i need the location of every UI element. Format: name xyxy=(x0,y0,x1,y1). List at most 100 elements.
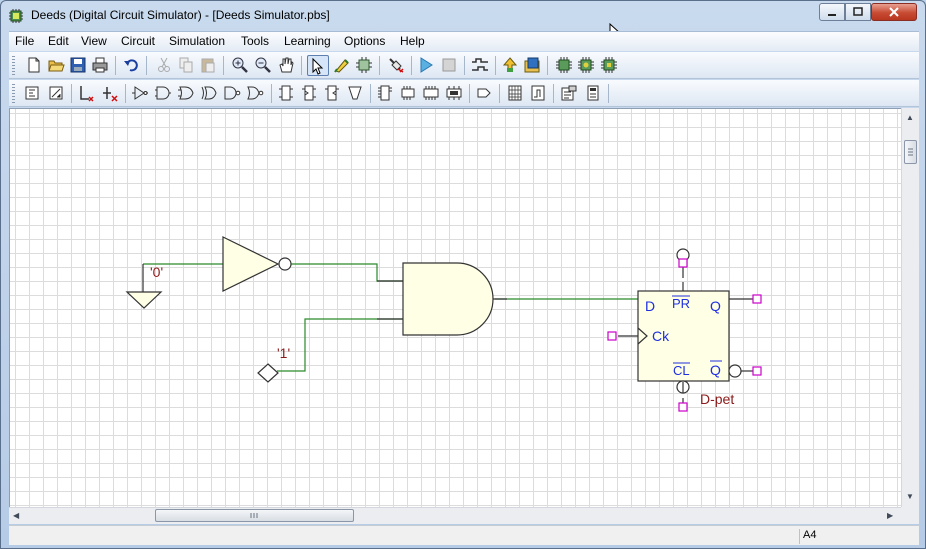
register-icon[interactable] xyxy=(376,84,394,102)
toolbar-separator xyxy=(223,56,224,75)
deeds-app-icon xyxy=(9,9,23,23)
print-icon[interactable] xyxy=(91,56,109,74)
label-icon[interactable] xyxy=(475,84,493,102)
component-edit-icon[interactable] xyxy=(355,56,373,74)
ff-name-label: D-pet xyxy=(700,391,734,407)
menu-tools[interactable]: Tools xyxy=(241,34,270,48)
and-gate[interactable] xyxy=(377,262,507,336)
window-title: Deeds (Digital Circuit Simulator) - [Dee… xyxy=(31,8,330,22)
minimize-button[interactable] xyxy=(819,3,845,21)
toolbar-separator xyxy=(146,56,147,75)
toolbar-grip[interactable] xyxy=(12,84,15,103)
maximize-button[interactable] xyxy=(845,3,871,21)
flipflop-t-icon[interactable] xyxy=(323,84,341,102)
menu-options[interactable]: Options xyxy=(344,34,386,48)
grip-icon xyxy=(250,513,258,518)
bus-icon[interactable] xyxy=(506,84,524,102)
close-button[interactable] xyxy=(871,3,917,21)
ff-pr-label: PR xyxy=(672,296,690,311)
toolbar-grip[interactable] xyxy=(12,56,15,75)
toolbar-separator xyxy=(469,84,470,103)
open-icon[interactable] xyxy=(47,56,65,74)
horizontal-scrollbar[interactable]: ◀ ▶ xyxy=(9,507,901,524)
scroll-down-icon[interactable]: ▼ xyxy=(906,492,914,501)
vcc-constant-one[interactable] xyxy=(257,363,279,383)
components-toolbar xyxy=(9,80,919,107)
delete-wire-icon[interactable] xyxy=(387,56,405,74)
paste-icon[interactable] xyxy=(199,56,217,74)
toolbar-separator xyxy=(379,56,380,75)
xor-gate-icon[interactable] xyxy=(200,84,218,102)
ground-constant-zero[interactable] xyxy=(125,264,163,309)
one-label: '1' xyxy=(277,345,290,361)
vertical-scrollbar[interactable]: ▲ ▼ xyxy=(901,108,919,507)
upload-icon[interactable] xyxy=(501,56,519,74)
toolbar-separator xyxy=(464,56,465,75)
mux-icon[interactable] xyxy=(346,84,364,102)
or-gate-icon[interactable] xyxy=(177,84,195,102)
and-gate-icon[interactable] xyxy=(154,84,172,102)
toolbar-separator xyxy=(370,84,371,103)
menu-file[interactable]: File xyxy=(15,34,35,48)
nor-gate-icon[interactable] xyxy=(246,84,264,102)
chip-3-icon[interactable] xyxy=(600,56,618,74)
counter-icon[interactable] xyxy=(399,84,417,102)
ff-pin-markers[interactable] xyxy=(607,258,762,412)
copy-icon[interactable] xyxy=(177,56,195,74)
scrollbar-corner xyxy=(901,507,919,524)
menu-help[interactable]: Help xyxy=(400,34,425,48)
buffer-gate-icon[interactable] xyxy=(131,84,149,102)
select-tool-button[interactable] xyxy=(307,55,329,76)
cut-icon[interactable] xyxy=(155,56,173,74)
flipflop-jk-icon[interactable] xyxy=(300,84,318,102)
scroll-up-icon[interactable]: ▲ xyxy=(906,113,914,122)
toolbar-separator xyxy=(115,56,116,75)
input-switch-icon[interactable] xyxy=(23,84,41,102)
stop-simulation-icon[interactable] xyxy=(440,56,458,74)
d-flip-flop[interactable] xyxy=(618,248,755,405)
toolbar-separator xyxy=(271,84,272,103)
timing-diagram-icon[interactable] xyxy=(471,56,489,74)
new-icon[interactable] xyxy=(25,56,43,74)
chip-1-icon[interactable] xyxy=(555,56,573,74)
vertical-scroll-thumb[interactable] xyxy=(904,140,917,164)
wire-vcc-to-and xyxy=(277,318,403,372)
ram-icon[interactable] xyxy=(422,84,440,102)
fsm-icon[interactable] xyxy=(529,84,547,102)
component-info-icon[interactable] xyxy=(584,84,602,102)
wire-pen-icon[interactable] xyxy=(333,56,351,74)
toolbar-separator xyxy=(499,84,500,103)
node-icon[interactable] xyxy=(77,84,95,102)
output-led-icon[interactable] xyxy=(47,84,65,102)
start-simulation-icon[interactable] xyxy=(417,56,435,74)
flipflop-d-icon[interactable] xyxy=(277,84,295,102)
save-icon[interactable] xyxy=(69,56,87,74)
menu-bar: File Edit View Circuit Simulation Tools … xyxy=(9,31,919,51)
chip-2-icon[interactable] xyxy=(577,56,595,74)
toolbar-separator xyxy=(495,56,496,75)
toolbar-separator xyxy=(411,56,412,75)
menu-simulation[interactable]: Simulation xyxy=(169,34,226,48)
zoom-out-icon[interactable] xyxy=(254,56,272,74)
horizontal-scroll-thumb[interactable] xyxy=(155,509,354,522)
zoom-in-icon[interactable] xyxy=(231,56,249,74)
menu-edit[interactable]: Edit xyxy=(48,34,69,48)
menu-view[interactable]: View xyxy=(81,34,107,48)
menu-learning[interactable]: Learning xyxy=(284,34,331,48)
main-toolbar xyxy=(9,52,919,79)
menu-circuit[interactable]: Circuit xyxy=(121,34,156,48)
rom-icon[interactable] xyxy=(445,84,463,102)
nand-gate-icon[interactable] xyxy=(223,84,241,102)
pan-hand-icon[interactable] xyxy=(277,56,295,74)
scroll-right-icon[interactable]: ▶ xyxy=(887,511,894,520)
status-bar: A4 xyxy=(9,525,919,545)
undo-icon[interactable] xyxy=(122,56,140,74)
circuit-schematic: '0' '1' xyxy=(125,236,762,412)
toolbar-separator xyxy=(547,56,548,75)
properties-icon[interactable] xyxy=(560,84,578,102)
circuit-canvas[interactable]: '0' '1' xyxy=(9,108,901,507)
scroll-left-icon[interactable]: ◀ xyxy=(13,511,20,520)
board-icon[interactable] xyxy=(523,56,541,74)
wire-node-icon[interactable] xyxy=(101,84,119,102)
inverter-gate[interactable] xyxy=(222,236,292,292)
